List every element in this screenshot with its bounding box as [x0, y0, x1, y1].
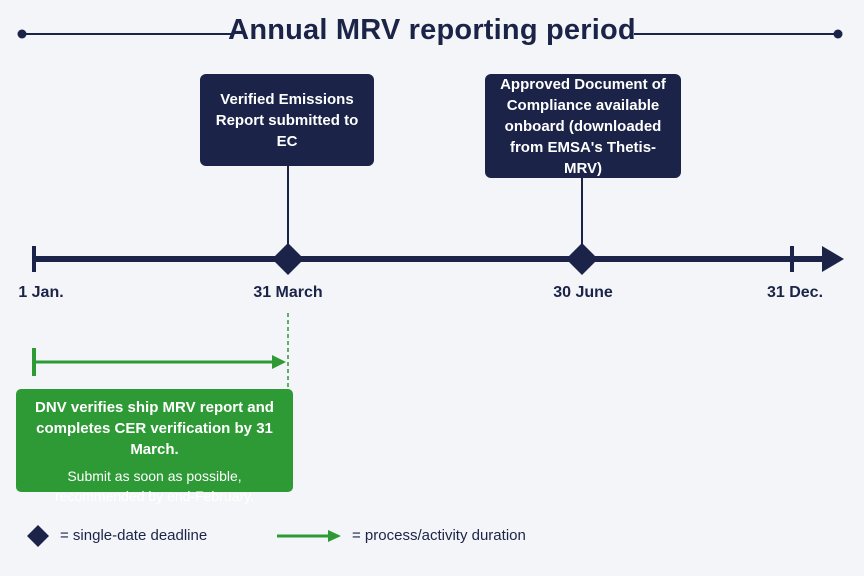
legend-diamond-icon — [27, 525, 49, 547]
title-rule — [17, 29, 843, 39]
diamond-30-june — [566, 243, 598, 275]
title-rule-left-dot — [17, 29, 27, 39]
milestone-box-30-june: Approved Document of Compliance availabl… — [485, 74, 681, 178]
page-title: Annual MRV reporting period — [228, 14, 636, 46]
timeline-arrowhead — [822, 246, 844, 272]
legend-diamond-label: = single-date deadline — [60, 527, 208, 544]
diamond-31-march — [272, 243, 304, 275]
process-box: DNV verifies ship MRV report and complet… — [16, 389, 293, 504]
legend-arrow-label: = process/activity duration — [352, 527, 526, 544]
label-start-date: 1 Jan. — [18, 284, 64, 301]
label-30-june: 30 June — [553, 284, 613, 301]
legend-arrow-icon — [328, 530, 341, 542]
title-rule-right-dot — [833, 29, 843, 39]
milestone-box-31-march: Verified Emissions Report submitted to E… — [200, 74, 374, 166]
process-sub-text: Submit as soon as possible, recommended … — [55, 468, 254, 504]
label-end-date: 31 Dec. — [766, 284, 824, 301]
process-arrowhead — [272, 355, 286, 369]
process-main-text: DNV verifies ship MRV report and complet… — [35, 399, 274, 458]
label-31-march: 31 March — [253, 284, 323, 301]
